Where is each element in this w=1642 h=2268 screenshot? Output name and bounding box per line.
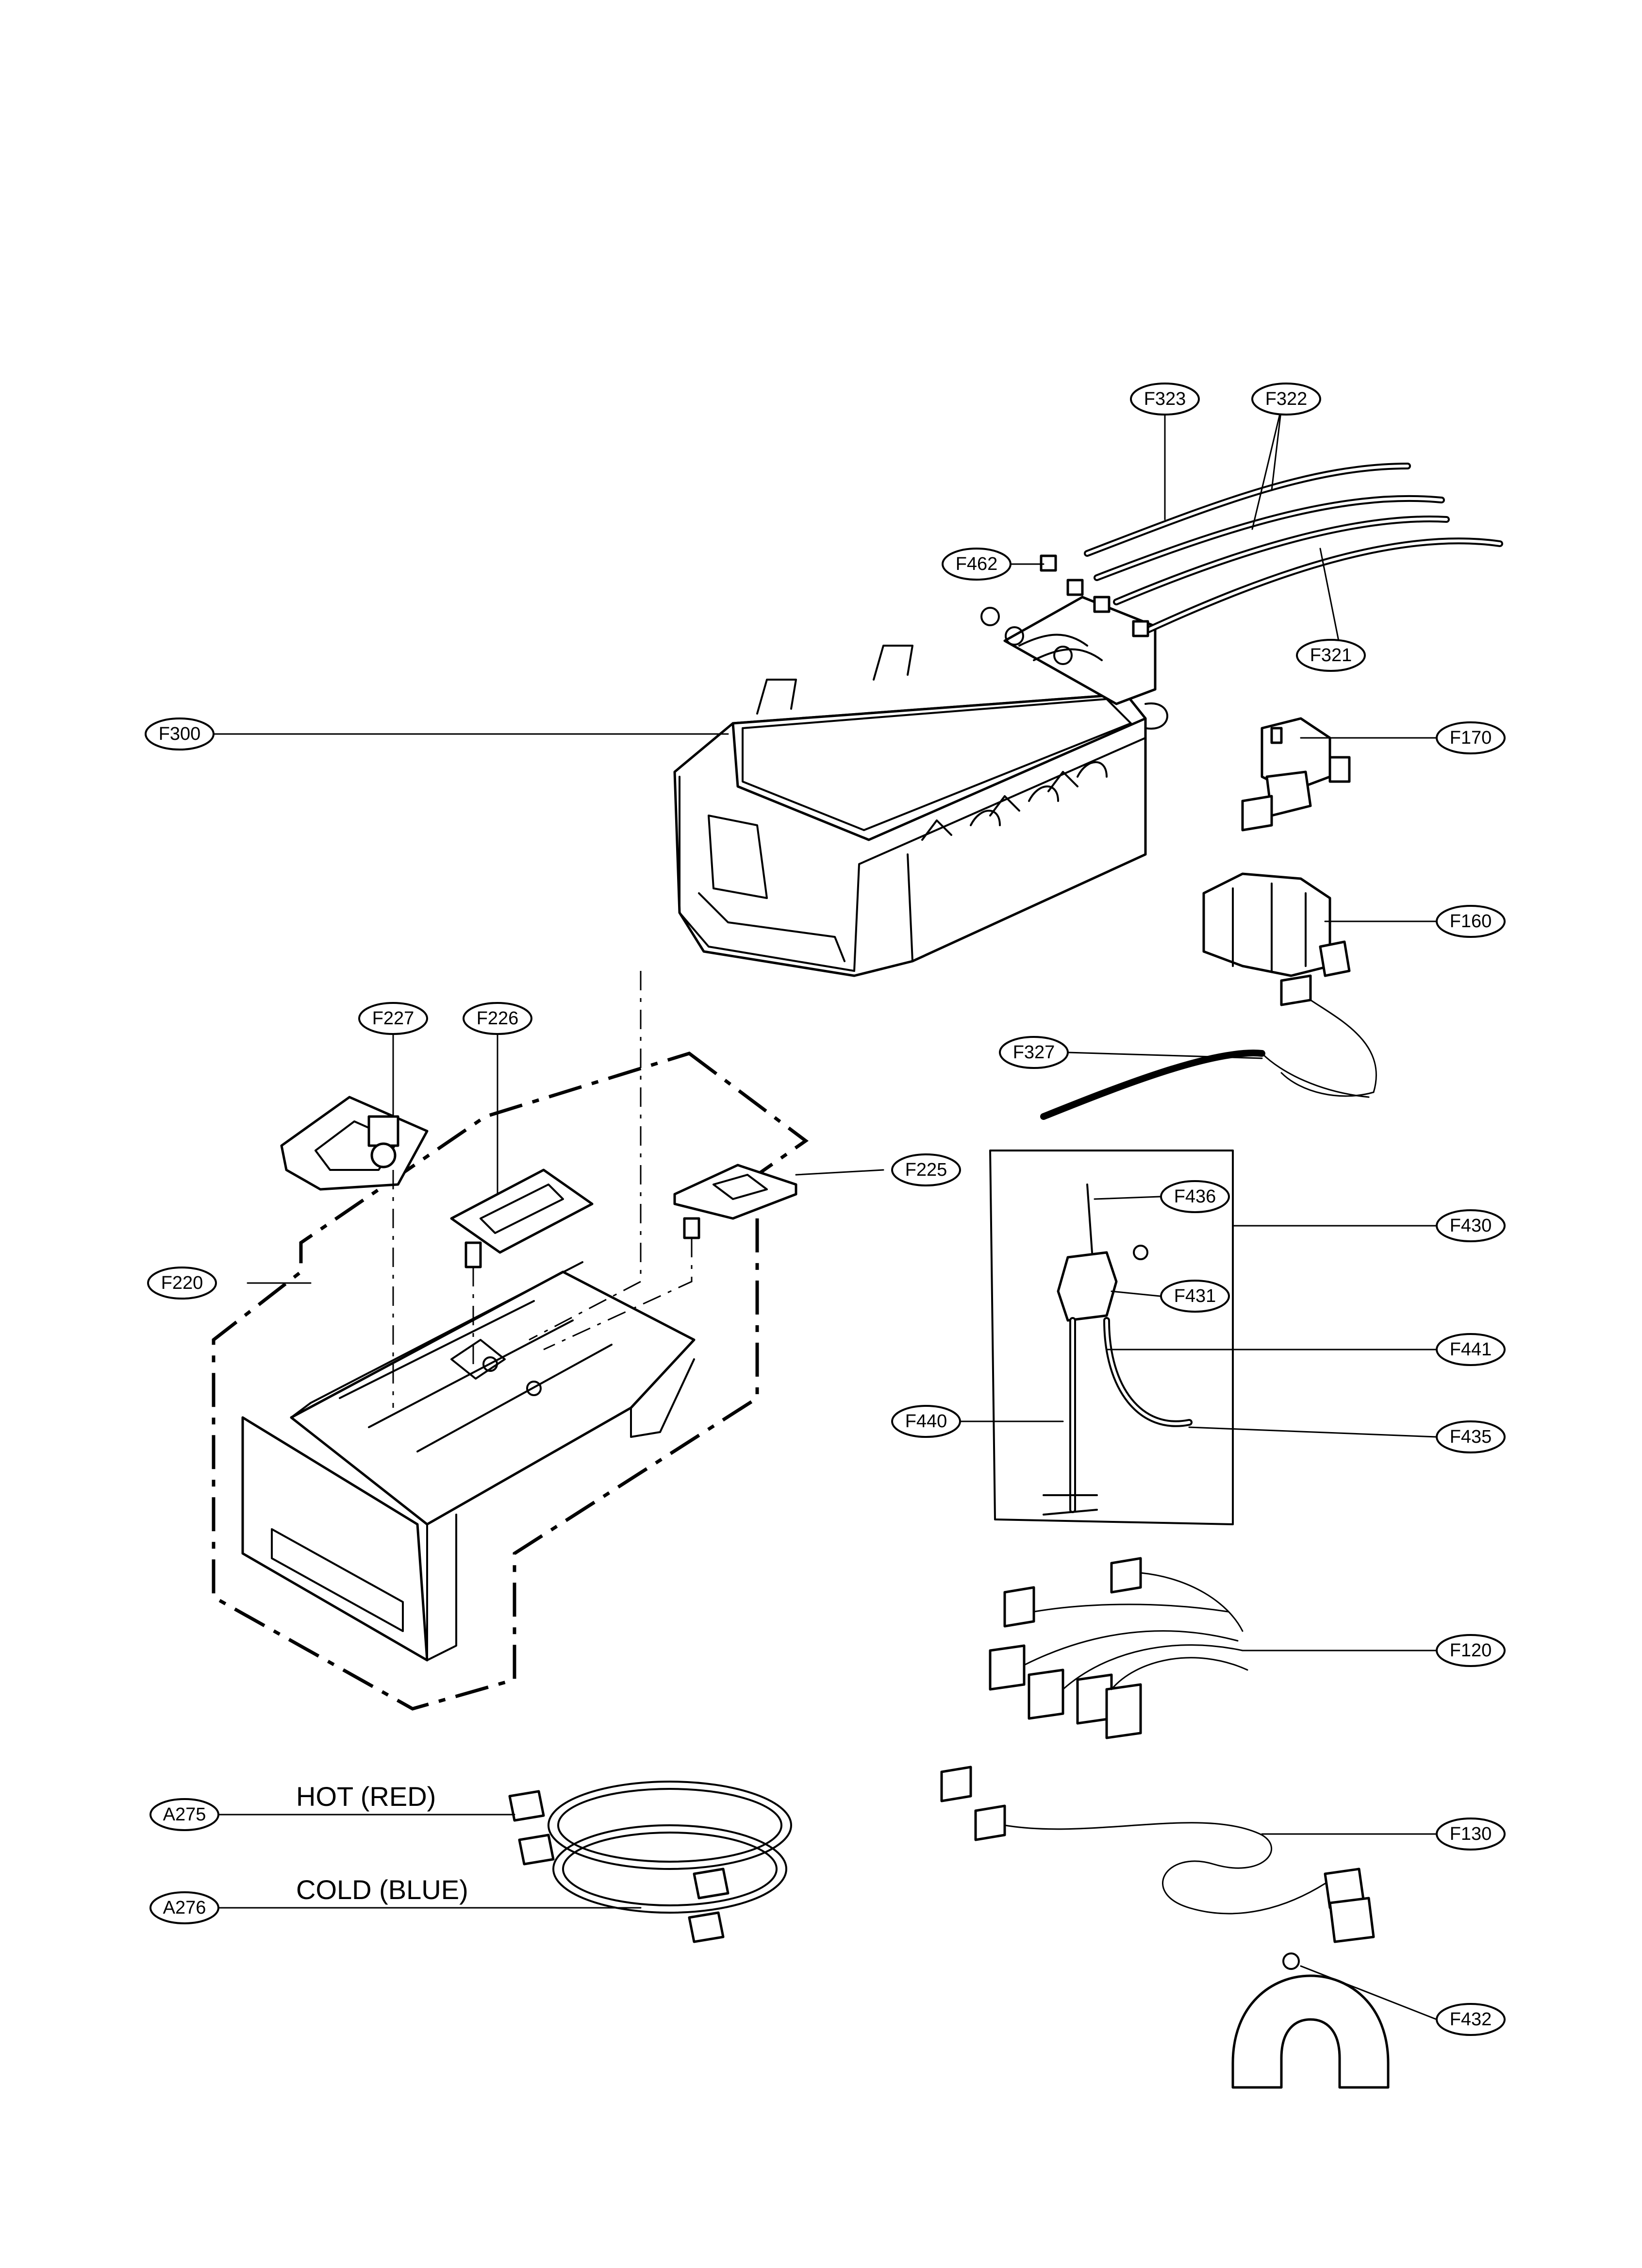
label-f170: F170 bbox=[1436, 721, 1506, 754]
label-text: F436 bbox=[1174, 1186, 1216, 1207]
label-f220: F220 bbox=[147, 1267, 217, 1300]
wire-f327 bbox=[1040, 1050, 1370, 1120]
label-text: F227 bbox=[372, 1008, 415, 1029]
label-text: F322 bbox=[1265, 389, 1308, 409]
label-f160: F160 bbox=[1436, 905, 1506, 938]
inlet-hoses-a275-a276 bbox=[508, 1781, 792, 1943]
wire-harness-f120 bbox=[989, 1557, 1248, 1739]
label-text: F323 bbox=[1144, 389, 1186, 409]
label-f300: F300 bbox=[145, 717, 215, 750]
label-text: F327 bbox=[1013, 1042, 1055, 1063]
label-text: F435 bbox=[1450, 1427, 1492, 1447]
label-text: F220 bbox=[161, 1273, 203, 1293]
label-text: F225 bbox=[905, 1160, 947, 1180]
label-f321: F321 bbox=[1296, 639, 1366, 672]
caption-hot: HOT (RED) bbox=[296, 1781, 436, 1812]
label-text: F120 bbox=[1450, 1640, 1492, 1661]
label-text: F430 bbox=[1450, 1216, 1492, 1236]
drawer-group-f220 bbox=[212, 971, 809, 1711]
clamps-f462 bbox=[1040, 554, 1149, 637]
label-f436: F436 bbox=[1160, 1180, 1230, 1213]
label-text: A276 bbox=[163, 1898, 206, 1918]
label-f430: F430 bbox=[1436, 1209, 1506, 1242]
label-f323: F323 bbox=[1130, 383, 1200, 416]
water-valve-f170 bbox=[1241, 717, 1351, 832]
label-a275: A275 bbox=[149, 1798, 219, 1831]
label-f462: F462 bbox=[942, 548, 1012, 581]
label-f435: F435 bbox=[1436, 1420, 1506, 1453]
label-f322: F322 bbox=[1251, 383, 1321, 416]
label-text: F441 bbox=[1450, 1339, 1492, 1360]
wire-harness-f130 bbox=[940, 1766, 1375, 1943]
leader-lines bbox=[193, 407, 1438, 2020]
water-valve-f160 bbox=[1202, 872, 1377, 1097]
label-f130: F130 bbox=[1436, 1818, 1506, 1851]
label-f431: F431 bbox=[1160, 1280, 1230, 1313]
label-text: F432 bbox=[1450, 2009, 1492, 2030]
label-text: F462 bbox=[956, 554, 998, 574]
hose-guide-f432 bbox=[1231, 1952, 1390, 2089]
label-f441: F441 bbox=[1436, 1333, 1506, 1366]
label-text: F440 bbox=[905, 1411, 947, 1432]
label-text: F130 bbox=[1450, 1824, 1492, 1844]
dispenser-housing-f300 bbox=[673, 596, 1168, 977]
label-f226: F226 bbox=[463, 1002, 532, 1035]
label-f440: F440 bbox=[891, 1405, 961, 1438]
label-text: F170 bbox=[1450, 728, 1492, 748]
label-text: F160 bbox=[1450, 911, 1492, 932]
drain-group-f430 bbox=[989, 1150, 1234, 1525]
hoses-f321-f322-f323 bbox=[1084, 463, 1503, 634]
label-text: F226 bbox=[477, 1008, 519, 1029]
label-f225: F225 bbox=[891, 1153, 961, 1186]
label-f327: F327 bbox=[999, 1036, 1069, 1069]
label-text: F300 bbox=[159, 724, 201, 744]
label-text: A275 bbox=[163, 1804, 206, 1825]
label-a276: A276 bbox=[149, 1891, 219, 1924]
label-text: F431 bbox=[1174, 1286, 1216, 1306]
caption-cold: COLD (BLUE) bbox=[296, 1874, 468, 1905]
label-f432: F432 bbox=[1436, 2003, 1506, 2036]
label-f120: F120 bbox=[1436, 1634, 1506, 1667]
label-text: F321 bbox=[1310, 645, 1352, 666]
label-f227: F227 bbox=[358, 1002, 428, 1035]
